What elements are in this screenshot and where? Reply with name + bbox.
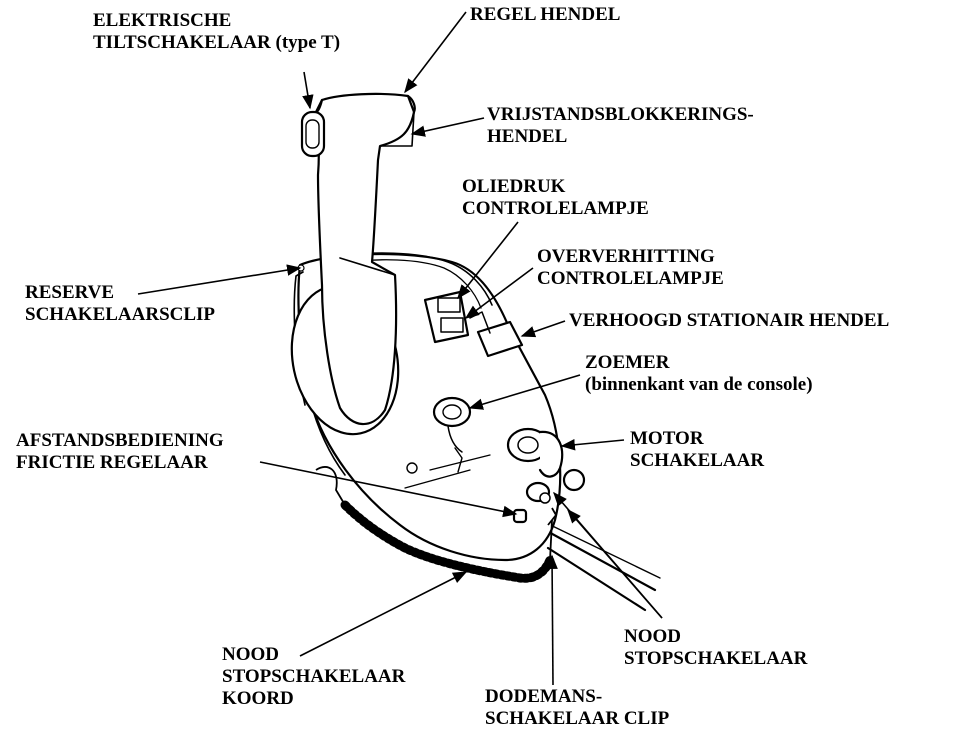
label-control-lever: REGEL HENDEL [470, 4, 620, 26]
label-oil-pressure-lamp-line2: CONTROLELAMPJE [462, 198, 649, 220]
label-emergency-stop-lanyard-line2: STOPSCHAKELAAR [222, 666, 405, 688]
label-overheat-lamp-line1: OVERVERHITTING [537, 246, 724, 268]
label-friction-adjuster-line1: AFSTANDSBEDIENING [16, 430, 224, 452]
label-friction-adjuster: AFSTANDSBEDIENING FRICTIE REGELAAR [16, 430, 224, 474]
leader-control-lever [405, 12, 466, 92]
label-friction-adjuster-line2: FRICTIE REGELAAR [16, 452, 224, 474]
label-control-lever-line1: REGEL HENDEL [470, 4, 620, 26]
label-dead-man-clip-line2: SCHAKELAAR CLIP [485, 708, 669, 730]
label-engine-switch-line2: SCHAKELAAR [630, 450, 764, 472]
label-spare-switch-clip: RESERVE SCHAKELAARSCLIP [25, 282, 215, 326]
label-buzzer: ZOEMER (binnenkant van de console) [585, 352, 813, 396]
label-spare-switch-clip-line2: SCHAKELAARSCLIP [25, 304, 215, 326]
label-overheat-lamp: OVERVERHITTING CONTROLELAMPJE [537, 246, 724, 290]
label-buzzer-line1: ZOEMER [585, 352, 813, 374]
leader-tilt-switch [304, 72, 310, 108]
label-oil-pressure-lamp: OLIEDRUK CONTROLELAMPJE [462, 176, 649, 220]
label-overheat-lamp-line2: CONTROLELAMPJE [537, 268, 724, 290]
label-fast-idle-lever-line1: VERHOOGD STATIONAIR HENDEL [569, 310, 889, 332]
label-fast-idle-lever: VERHOOGD STATIONAIR HENDEL [569, 310, 889, 332]
leader-dead-man-clip [552, 556, 553, 685]
label-emergency-stop-switch-line2: STOPSCHAKELAAR [624, 648, 807, 670]
label-emergency-stop-lanyard-line1: NOOD [222, 644, 405, 666]
label-emergency-stop-lanyard: NOOD STOPSCHAKELAAR KOORD [222, 644, 405, 710]
label-engine-switch-line1: MOTOR [630, 428, 764, 450]
leader-emergency-stop-b [568, 510, 662, 618]
label-oil-pressure-lamp-line1: OLIEDRUK [462, 176, 649, 198]
leader-neutral-lock-lever [412, 118, 484, 134]
label-dead-man-clip-line1: DODEMANS- [485, 686, 669, 708]
label-buzzer-line2: (binnenkant van de console) [585, 374, 813, 396]
label-dead-man-clip: DODEMANS- SCHAKELAAR CLIP [485, 686, 669, 730]
label-engine-switch: MOTOR SCHAKELAAR [630, 428, 764, 472]
label-neutral-lock-lever: VRIJSTANDSBLOKKERINGS- HENDEL [487, 104, 754, 148]
label-tilt-switch-line2: TILTSCHAKELAAR (type T) [93, 32, 340, 54]
label-tilt-switch: ELEKTRISCHE TILTSCHAKELAAR (type T) [93, 10, 340, 54]
leader-engine-switch [562, 440, 624, 446]
label-neutral-lock-lever-line2: HENDEL [487, 126, 754, 148]
label-tilt-switch-line1: ELEKTRISCHE [93, 10, 340, 32]
label-emergency-stop-switch-line1: NOOD [624, 626, 807, 648]
label-emergency-stop-switch: NOOD STOPSCHAKELAAR [624, 626, 807, 670]
label-spare-switch-clip-line1: RESERVE [25, 282, 215, 304]
label-neutral-lock-lever-line1: VRIJSTANDSBLOKKERINGS- [487, 104, 754, 126]
leader-fast-idle-lever [522, 321, 565, 336]
label-emergency-stop-lanyard-line3: KOORD [222, 688, 405, 710]
